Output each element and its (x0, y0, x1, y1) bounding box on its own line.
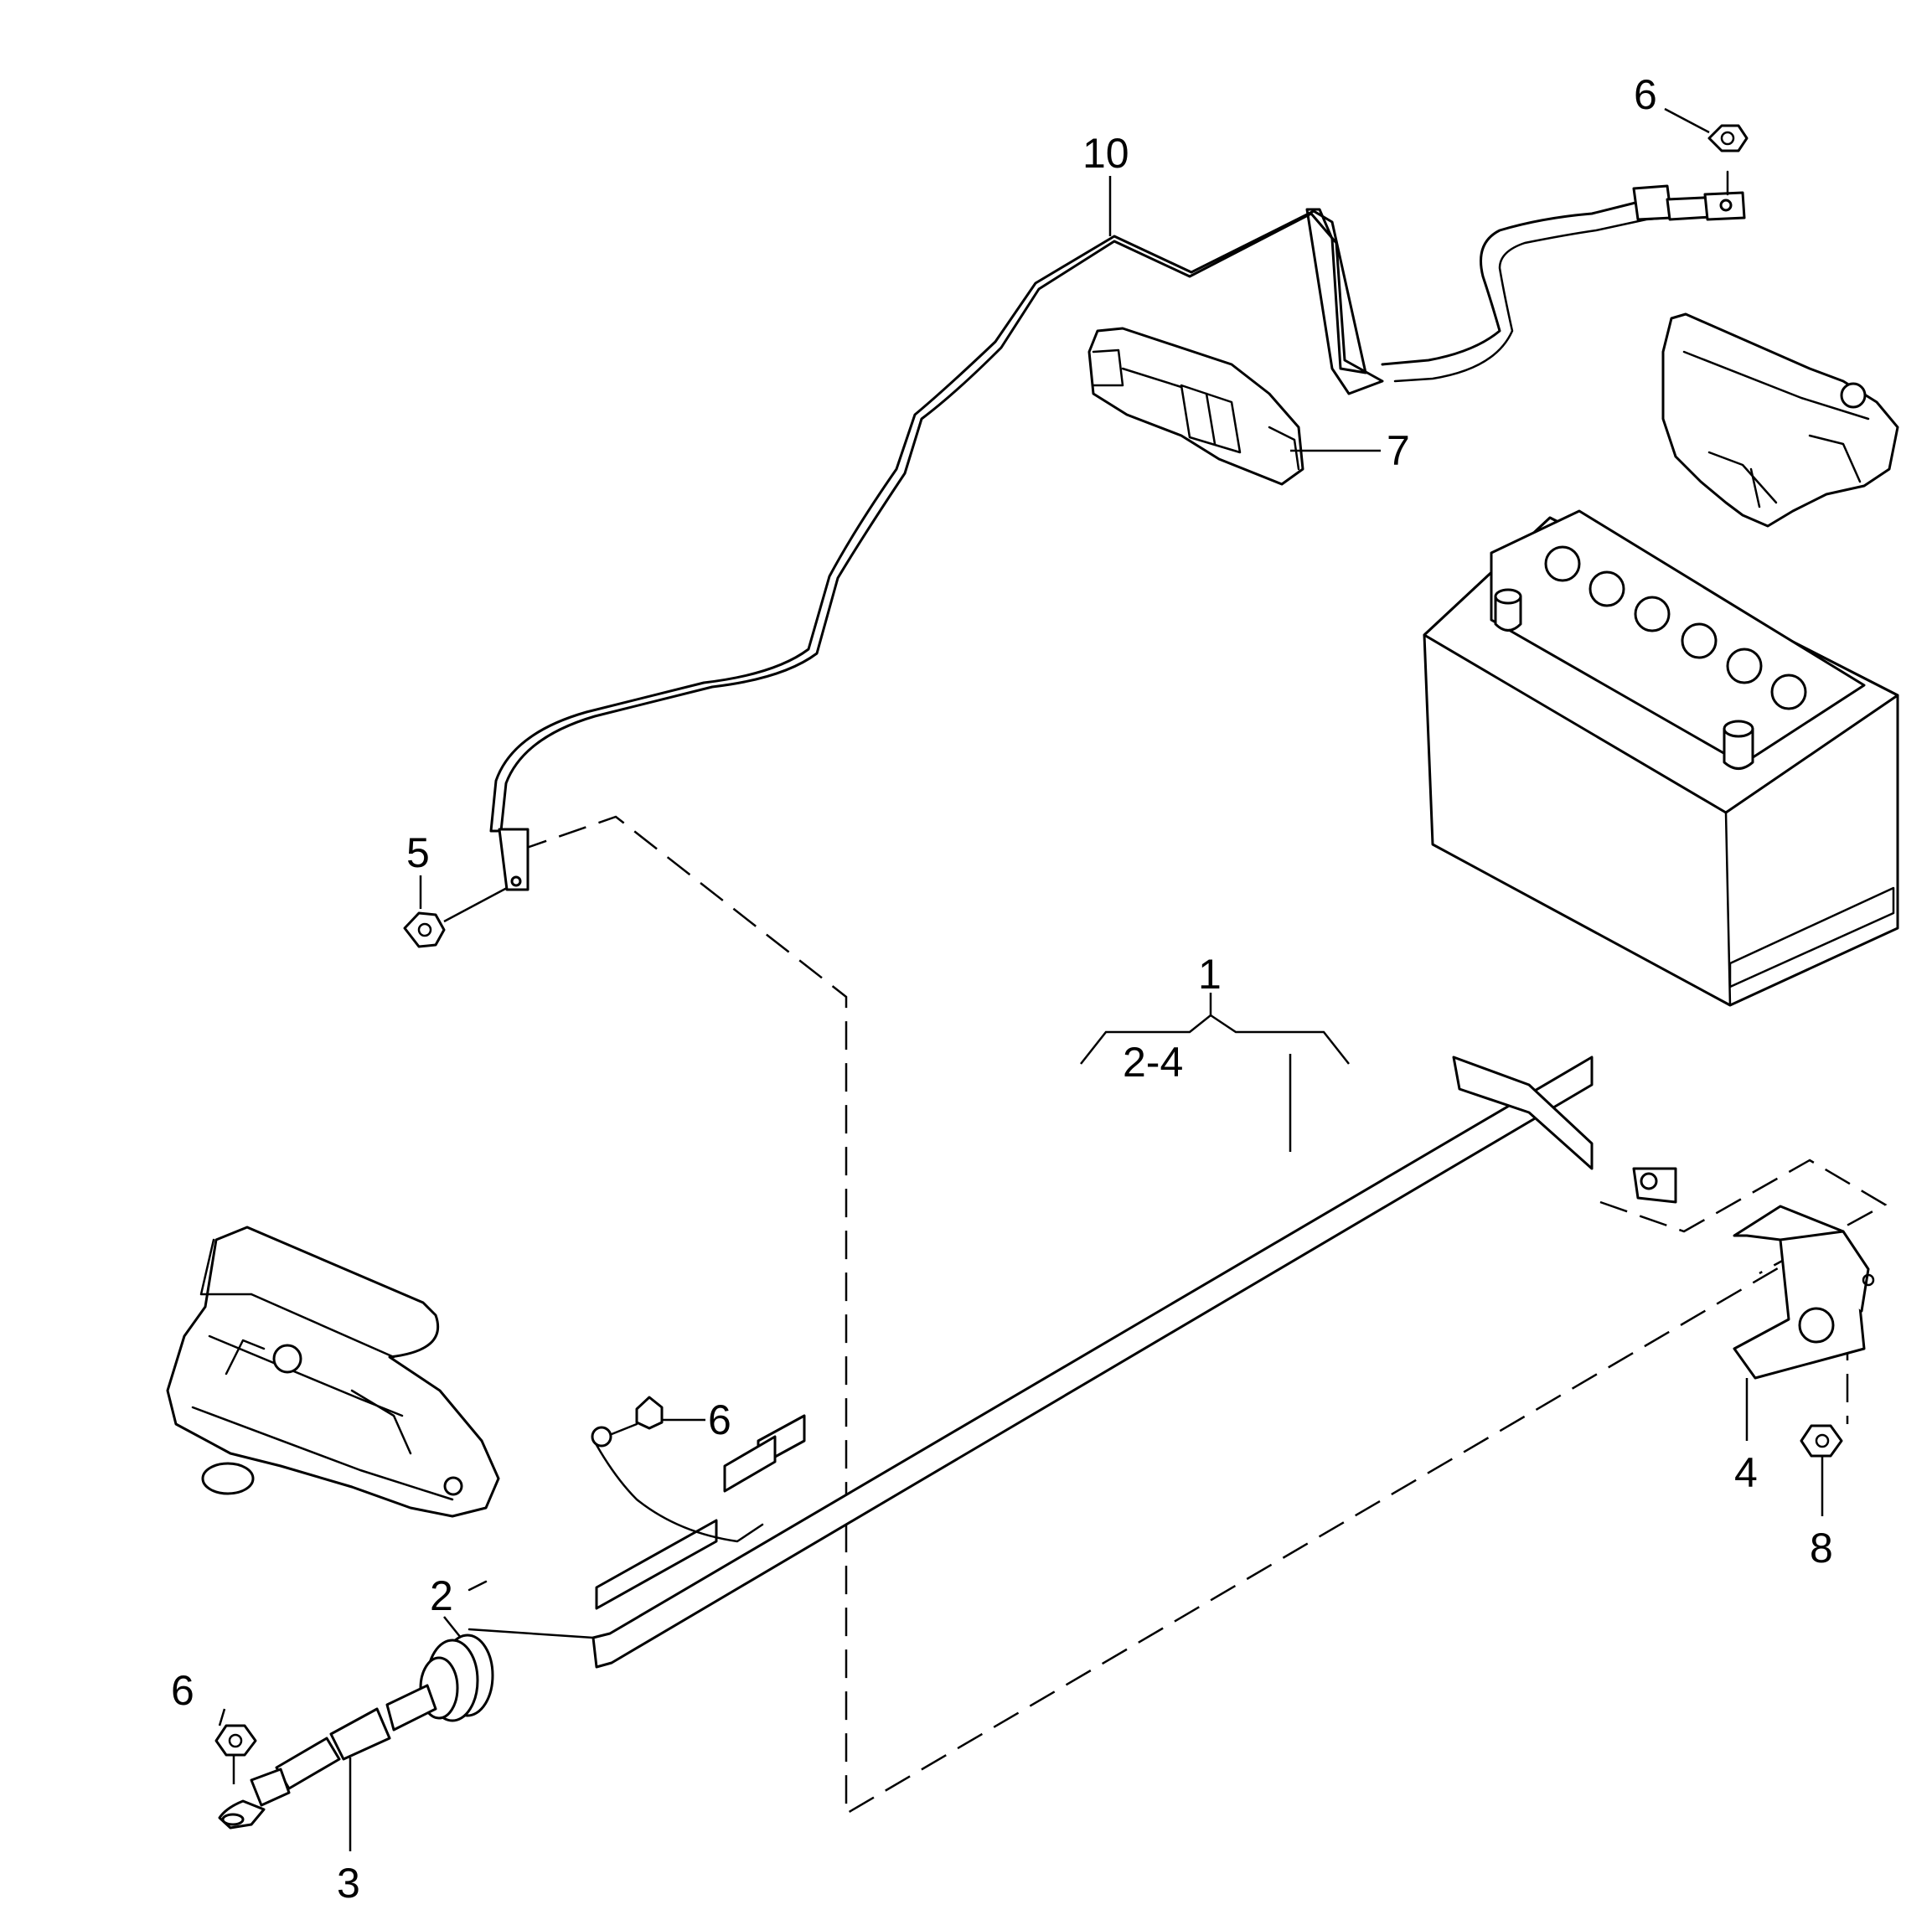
callout-4: 4 (1734, 1449, 1758, 1496)
battery-cable-main (468, 1055, 1677, 1669)
callout-1: 1 (1198, 951, 1222, 998)
cable-terminal (218, 1684, 437, 1830)
ground-strap-small (591, 1396, 764, 1543)
callout-3: 3 (337, 1860, 360, 1907)
grommet (419, 1634, 494, 1722)
callout-7: 7 (1387, 427, 1410, 474)
mounting-bracket (1733, 1205, 1875, 1380)
callout-8: 8 (1810, 1525, 1833, 1572)
callout-6-left: 6 (171, 1667, 194, 1714)
nut-5 (403, 911, 446, 948)
callout-labels: 10 6 7 5 1 2-4 6 2 6 3 4 8 (171, 71, 1833, 1907)
fuse-box-clip (1087, 327, 1304, 486)
nut-8 (1800, 1424, 1843, 1458)
callout-5: 5 (406, 829, 430, 876)
callout-2-4: 2-4 (1123, 1039, 1183, 1086)
callout-6-top: 6 (1634, 71, 1657, 118)
callout-10: 10 (1082, 130, 1129, 177)
battery-cover-upper (1661, 312, 1899, 528)
leader-lines (218, 107, 1824, 1851)
battery (1423, 509, 1899, 1007)
nut-6-left (214, 1724, 257, 1757)
callout-2: 2 (430, 1572, 453, 1619)
battery-cable-upper (489, 170, 1746, 891)
battery-cover-lower (166, 1226, 500, 1518)
nut-6-top (1707, 124, 1749, 152)
callout-6-mid: 6 (708, 1396, 731, 1443)
